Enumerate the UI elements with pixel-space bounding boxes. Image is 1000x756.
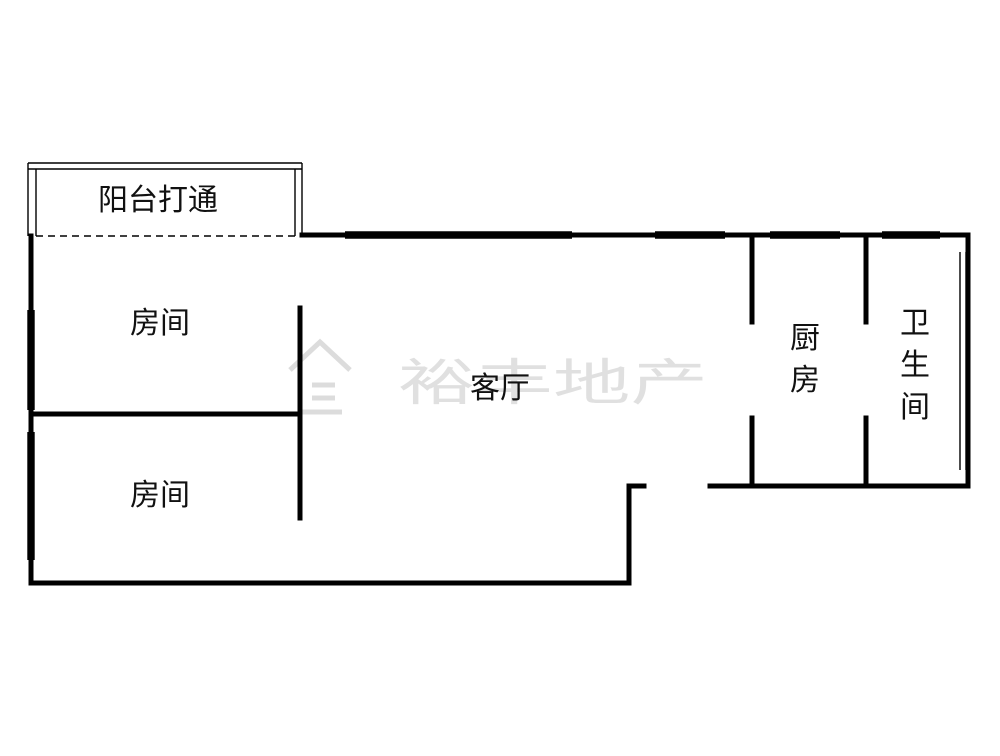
kitchen-label-2: 房 bbox=[790, 363, 820, 398]
bathroom-label-3: 间 bbox=[900, 390, 930, 425]
bedroom-top-label: 房间 bbox=[130, 306, 190, 341]
living-room-label: 客厅 bbox=[470, 371, 530, 406]
outer-wall-right bbox=[707, 232, 971, 489]
room-labels: 阳台打通 房间 房间 客厅 厨 房 卫 生 间 bbox=[98, 183, 930, 513]
watermark: 裕丰地产 bbox=[288, 338, 708, 415]
balcony-label: 阳台打通 bbox=[98, 183, 218, 218]
bathroom-label-2: 生 bbox=[900, 348, 930, 383]
watermark-text: 裕丰地产 bbox=[398, 354, 708, 412]
kitchen-label-1: 厨 bbox=[790, 321, 820, 356]
bathroom-label-1: 卫 bbox=[900, 306, 930, 341]
balcony-outline bbox=[27, 162, 303, 237]
outer-wall-left-bottom bbox=[28, 233, 647, 586]
walls bbox=[28, 232, 971, 586]
bedroom-bottom-label: 房间 bbox=[130, 478, 190, 513]
